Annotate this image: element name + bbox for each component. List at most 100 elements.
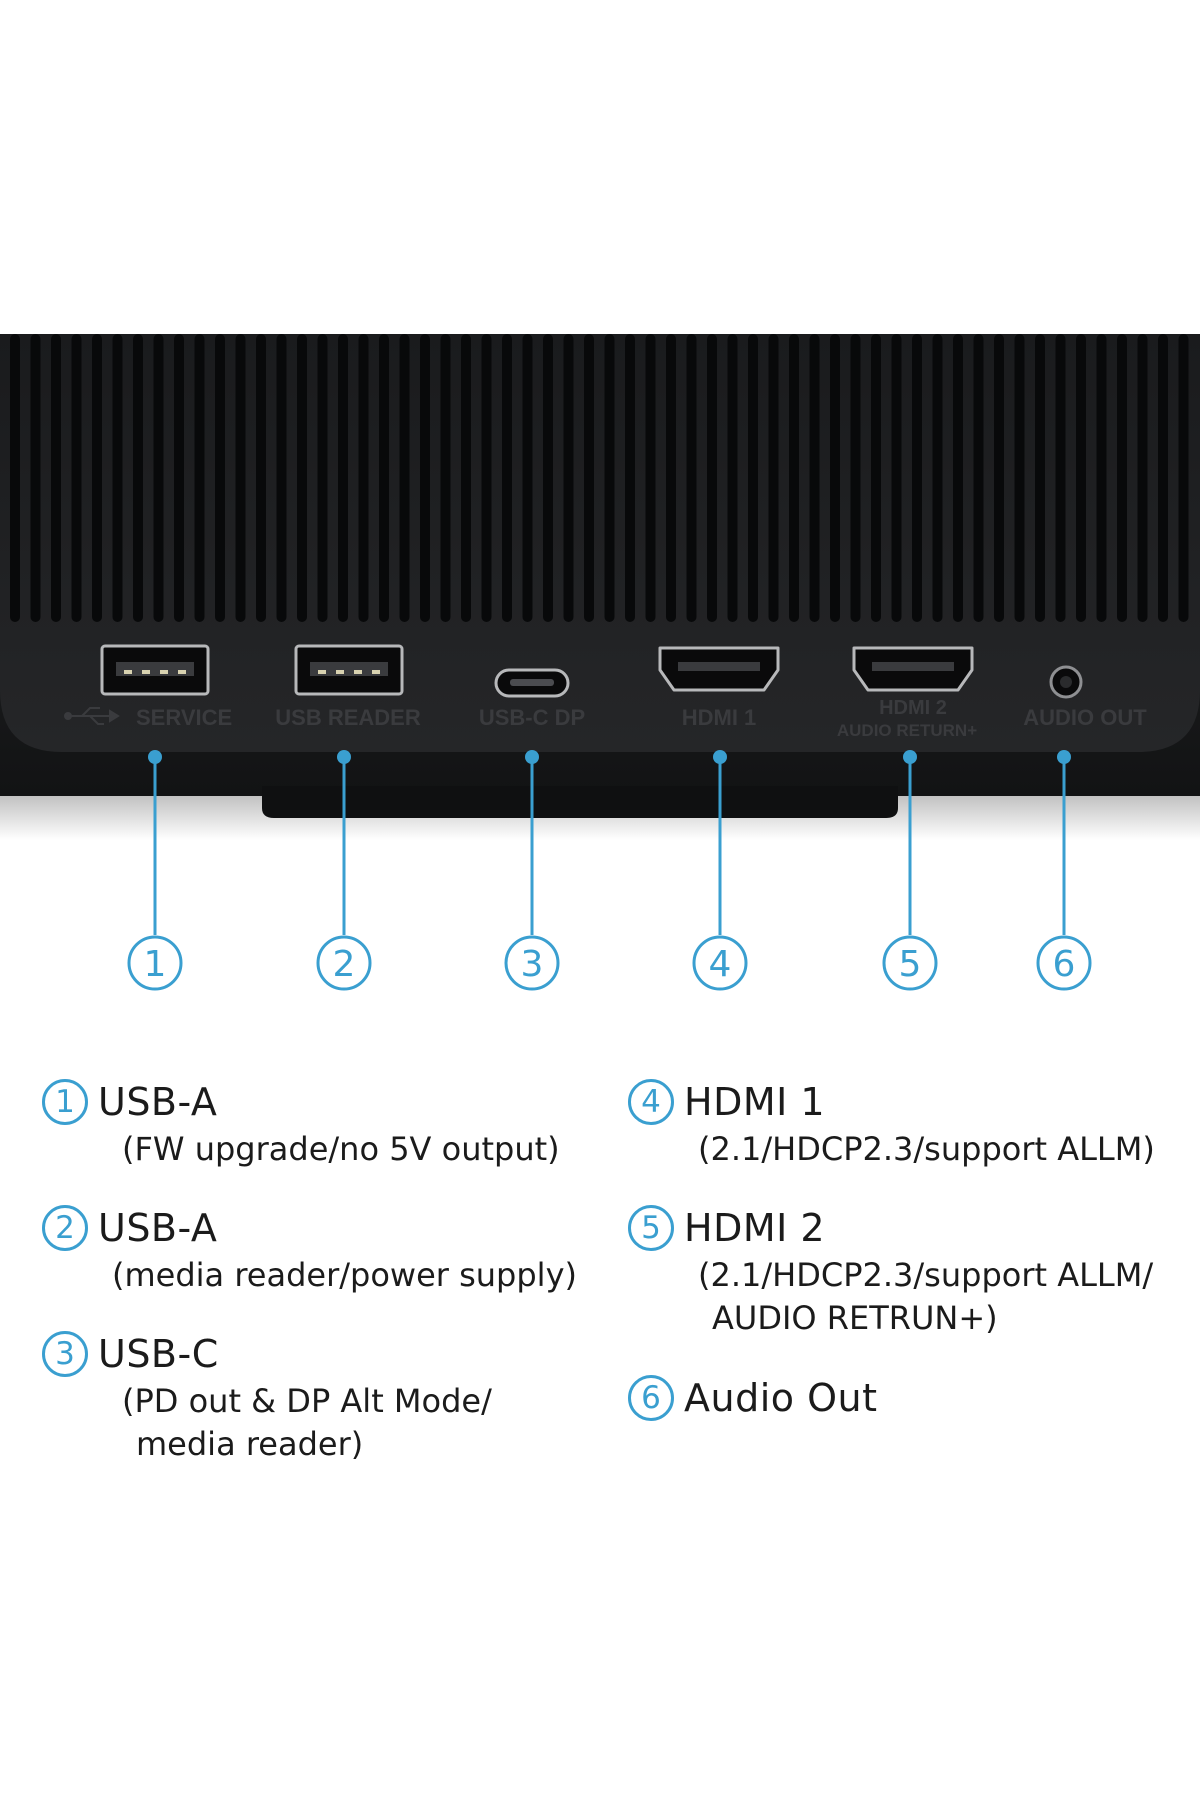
grille-slot	[133, 334, 143, 622]
silkscreen-usb-reader: USB READER	[275, 705, 421, 730]
projector-rear-panel: SERVICE USB READER USB-C DP HDMI 1 HDMI …	[0, 334, 1200, 840]
legend-description: (FW upgrade/no 5V output)	[122, 1130, 560, 1168]
grille-slot	[1055, 334, 1066, 622]
callout-dot	[903, 750, 917, 764]
legend-number: 3	[42, 1331, 88, 1377]
grille-slot	[51, 334, 61, 622]
grille-slot	[768, 334, 779, 622]
grille-slot	[1137, 334, 1148, 622]
grille-slot	[871, 334, 881, 622]
legend-number: 6	[628, 1375, 674, 1421]
callout-circle	[316, 935, 372, 991]
grille-slot	[153, 334, 164, 622]
legend-title: HDMI 1	[684, 1080, 826, 1124]
legend-title: USB-A	[98, 1206, 218, 1250]
grille-slot	[297, 334, 307, 622]
legend-number: 2	[42, 1205, 88, 1251]
callout-dot	[525, 750, 539, 764]
grille-slot	[543, 334, 553, 622]
grille-slot	[891, 334, 902, 622]
audio-out-jack	[1049, 665, 1083, 699]
silkscreen-hdmi1: HDMI 1	[682, 705, 757, 730]
grille-slot	[112, 334, 123, 622]
callout-dot	[148, 750, 162, 764]
callout-number: 4	[709, 944, 732, 985]
grille-slot	[1158, 334, 1168, 622]
grille-slot	[850, 334, 861, 622]
ventilation-grille	[10, 334, 1189, 622]
legend-description: media reader)	[136, 1425, 364, 1463]
legend-title: USB-A	[98, 1080, 218, 1124]
callout-circle	[504, 935, 560, 991]
callout-circle	[1036, 935, 1092, 991]
grille-slot	[71, 334, 82, 622]
silkscreen-usbc-dp: USB-C DP	[479, 705, 585, 730]
legend-description: (PD out & DP Alt Mode/	[122, 1382, 492, 1420]
grille-slot	[420, 334, 430, 622]
grille-slot	[522, 334, 533, 622]
grille-slot	[276, 334, 287, 622]
grille-slot	[707, 334, 717, 622]
grille-slot	[30, 334, 41, 622]
grille-slot	[584, 334, 594, 622]
callout-number: 1	[144, 944, 167, 985]
hdmi1-port	[658, 646, 780, 692]
grille-slot	[1096, 334, 1107, 622]
legend-number: 5	[628, 1205, 674, 1251]
callout-circle	[127, 935, 183, 991]
grille-slot	[1014, 334, 1025, 622]
callout-dot	[337, 750, 351, 764]
grille-slot	[338, 334, 348, 622]
legend-number: 4	[628, 1079, 674, 1125]
grille-slot	[194, 334, 205, 622]
grille-slot	[994, 334, 1004, 622]
usb-a-service-port	[100, 644, 210, 696]
grille-slot	[809, 334, 820, 622]
grille-slot	[502, 334, 512, 622]
callout-circle	[882, 935, 938, 991]
grille-slot	[440, 334, 451, 622]
legend-number: 1	[42, 1079, 88, 1125]
device-foot	[262, 786, 898, 818]
silkscreen-audio-out: AUDIO OUT	[1023, 705, 1147, 730]
silkscreen-audio-return: AUDIO RETURN+	[837, 721, 977, 740]
legend-description: (2.1/HDCP2.3/support ALLM)	[698, 1130, 1155, 1168]
grille-slot	[727, 334, 738, 622]
grille-slot	[215, 334, 225, 622]
grille-slot	[953, 334, 963, 622]
usb-symbol-icon	[64, 707, 120, 725]
grille-slot	[379, 334, 389, 622]
grille-slot	[399, 334, 410, 622]
legend-description: (2.1/HDCP2.3/support ALLM/	[698, 1256, 1154, 1294]
legend-title: USB-C	[98, 1332, 219, 1376]
grille-slot	[481, 334, 492, 622]
grille-slot	[1117, 334, 1127, 622]
grille-slot	[563, 334, 574, 622]
grille-slot	[1178, 334, 1189, 622]
grille-slot	[666, 334, 676, 622]
grille-slot	[1035, 334, 1045, 622]
grille-slot	[830, 334, 840, 622]
grille-slot	[645, 334, 656, 622]
legend-title: HDMI 2	[684, 1206, 826, 1250]
legend-description: AUDIO RETRUN+)	[712, 1299, 998, 1337]
legend-description: (media reader/power supply)	[112, 1256, 577, 1294]
grille-slot	[358, 334, 369, 622]
grille-slot	[235, 334, 246, 622]
grille-slot	[174, 334, 184, 622]
callout-dot	[1057, 750, 1071, 764]
grille-slot	[317, 334, 328, 622]
grille-slot	[686, 334, 697, 622]
callout-circle	[692, 935, 748, 991]
